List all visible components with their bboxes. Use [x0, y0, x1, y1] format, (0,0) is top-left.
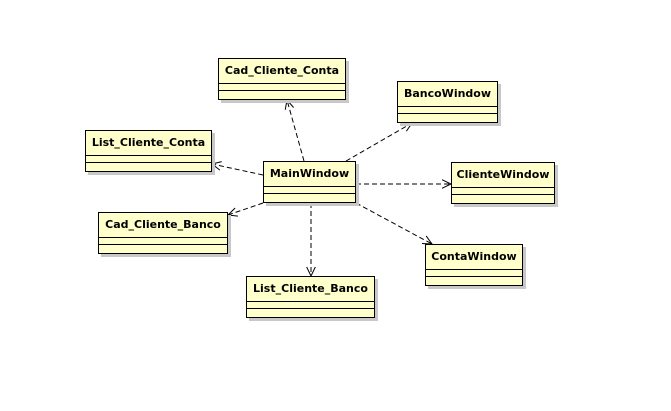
attributes-compartment: [219, 84, 345, 91]
operations-compartment: [247, 309, 374, 315]
operations-compartment: [219, 91, 345, 97]
attributes-compartment: [426, 270, 522, 277]
operations-compartment: [86, 163, 211, 169]
class-name: ContaWindow: [426, 245, 522, 270]
attributes-compartment: [452, 188, 554, 195]
dependency-line: [211, 163, 264, 176]
class-cliente-window[interactable]: ClienteWindow: [451, 162, 555, 204]
class-cad-cliente-conta[interactable]: Cad_Cliente_Conta: [218, 58, 346, 100]
arrowhead: [401, 122, 413, 132]
operations-compartment: [398, 114, 497, 120]
class-list-cliente-banco[interactable]: List_Cliente_Banco: [246, 276, 375, 318]
dependency-line: [227, 202, 264, 216]
class-cad-cliente-banco[interactable]: Cad_Cliente_Banco: [98, 212, 228, 254]
class-name: BancoWindow: [398, 82, 497, 107]
operations-compartment: [452, 195, 554, 201]
operations-compartment: [264, 194, 355, 200]
dependency-cad-cliente-conta: [284, 98, 305, 162]
arrowhead: [226, 207, 238, 217]
class-name: Cad_Cliente_Conta: [219, 59, 345, 84]
class-name: ClienteWindow: [452, 163, 554, 188]
class-main-window[interactable]: MainWindow: [263, 161, 356, 203]
operations-compartment: [99, 245, 227, 251]
class-conta-window[interactable]: ContaWindow: [425, 244, 523, 286]
dependency-banco: [345, 122, 413, 162]
attributes-compartment: [264, 187, 355, 194]
dependency-line: [286, 99, 305, 162]
dependency-conta: [355, 202, 434, 245]
dependency-line: [345, 122, 413, 162]
class-banco-window[interactable]: BancoWindow: [397, 81, 498, 123]
arrowhead: [284, 98, 294, 110]
arrowhead: [210, 161, 222, 171]
class-list-cliente-conta[interactable]: List_Cliente_Conta: [85, 130, 212, 172]
attributes-compartment: [99, 238, 227, 245]
attributes-compartment: [398, 107, 497, 114]
class-name: Cad_Cliente_Banco: [99, 213, 227, 238]
class-name: MainWindow: [264, 162, 355, 187]
dependency-list-cliente-conta: [210, 161, 264, 176]
dependency-list-cliente-banco: [306, 203, 316, 278]
operations-compartment: [426, 277, 522, 283]
dependency-line: [355, 202, 433, 245]
class-name: List_Cliente_Banco: [247, 277, 374, 302]
class-name: List_Cliente_Conta: [86, 131, 211, 156]
attributes-compartment: [86, 156, 211, 163]
attributes-compartment: [247, 302, 374, 309]
dependency-cad-cliente-banco: [226, 202, 264, 217]
dependency-cliente: [356, 179, 453, 189]
